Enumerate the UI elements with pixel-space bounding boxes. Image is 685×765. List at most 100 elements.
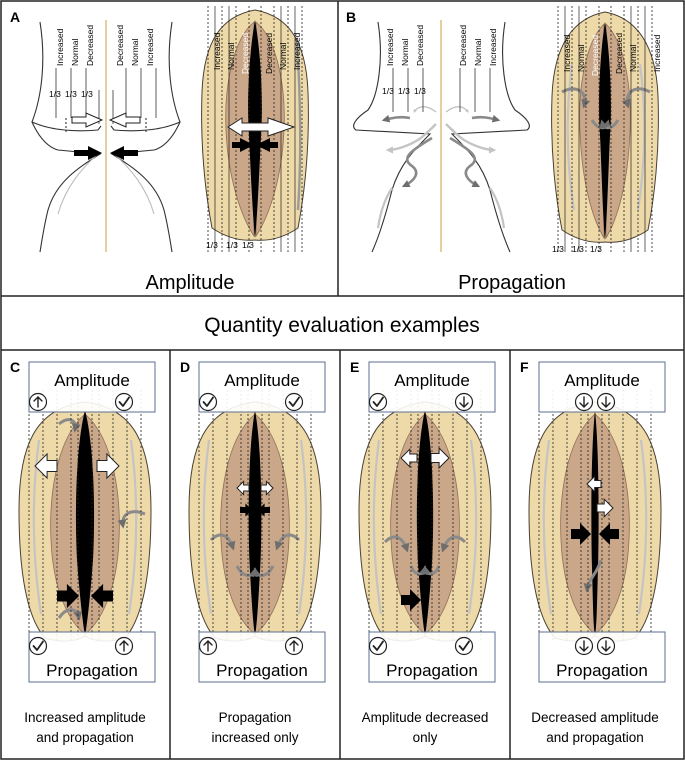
example-caption: Increased amplitude bbox=[24, 710, 146, 725]
wave-line-light bbox=[542, 439, 553, 615]
inner-fold-right bbox=[605, 23, 631, 240]
coronal-schematic: Increased Normal Decreased Decreased Nor… bbox=[353, 20, 530, 253]
right-wave-contour bbox=[111, 151, 155, 215]
amplitude-box: Amplitude bbox=[538, 361, 666, 413]
propagation-label: Propagation bbox=[386, 661, 478, 680]
wave-line-light bbox=[127, 439, 138, 615]
wave-line bbox=[561, 87, 591, 109]
level-label: Increased bbox=[292, 32, 302, 70]
level-label: Increased bbox=[488, 28, 498, 66]
level-label: Decreased bbox=[264, 33, 274, 74]
black-arrow-icon bbox=[258, 503, 270, 517]
level-label: Decreased bbox=[415, 25, 425, 66]
check-icon bbox=[28, 636, 48, 656]
propagation-label: Propagation bbox=[556, 661, 648, 680]
level-label: Increased bbox=[212, 32, 222, 70]
level-label: Normal bbox=[130, 38, 140, 66]
wave-line bbox=[117, 510, 146, 529]
level-label: Normal bbox=[473, 38, 483, 66]
level-label: Normal bbox=[278, 42, 288, 70]
wave-line bbox=[471, 114, 501, 123]
wave-line bbox=[422, 565, 441, 576]
check-icon bbox=[114, 392, 134, 412]
panel-a-amplitude: A Increased Normal Decreased Decreased N… bbox=[10, 6, 309, 294]
down-arrow-icon bbox=[596, 636, 616, 656]
wave-line-light bbox=[297, 439, 308, 615]
level-label: Decreased bbox=[115, 25, 125, 66]
white-arrow-icon bbox=[260, 480, 274, 496]
propagation-box: Propagation bbox=[198, 631, 326, 683]
check-icon bbox=[198, 392, 218, 412]
wave-line bbox=[401, 136, 433, 188]
panel-letter: C bbox=[10, 359, 20, 375]
black-arrow-icon bbox=[256, 138, 278, 152]
black-arrow-icon bbox=[599, 523, 619, 545]
example-caption: increased only bbox=[211, 730, 298, 745]
level-label: Increased bbox=[145, 28, 155, 66]
glottis-opening bbox=[248, 410, 262, 636]
white-arrow-icon bbox=[400, 447, 418, 469]
amplitude-box: Amplitude bbox=[368, 361, 496, 413]
panel-caption-b: Propagation bbox=[458, 272, 566, 294]
amplitude-label: Amplitude bbox=[54, 371, 130, 390]
right-fold-outline bbox=[110, 21, 181, 253]
third-label: 1/3 bbox=[590, 244, 602, 254]
example-panel-d: DAmplitudePropagationPropagationincrease… bbox=[180, 359, 326, 745]
wave-line-light bbox=[489, 187, 506, 229]
wave-line-light bbox=[372, 439, 383, 615]
white-arrow-icon bbox=[430, 446, 450, 470]
right-fold-outline bbox=[450, 21, 530, 253]
amplitude-label: Amplitude bbox=[224, 371, 300, 390]
wave-line-light bbox=[376, 187, 393, 229]
level-label: Normal bbox=[628, 44, 638, 72]
white-arrow-icon bbox=[586, 475, 602, 493]
level-label: Normal bbox=[226, 42, 236, 70]
wave-line bbox=[599, 119, 620, 130]
black-arrow-icon bbox=[232, 138, 254, 152]
example-caption: Propagation bbox=[219, 710, 292, 725]
propagation-box: Propagation bbox=[368, 631, 496, 683]
grid-lines bbox=[207, 6, 303, 252]
check-icon bbox=[368, 636, 388, 656]
propagation-label: Propagation bbox=[216, 661, 308, 680]
panel-caption-a: Amplitude bbox=[146, 272, 235, 294]
level-label: Normal bbox=[400, 38, 410, 66]
white-arrow-icon bbox=[34, 452, 58, 480]
third-label: 1/3 bbox=[414, 86, 426, 96]
level-label: Decreased bbox=[458, 25, 468, 66]
left-fold-outline bbox=[353, 21, 432, 253]
white-arrow-icon bbox=[413, 106, 437, 113]
down-arrow-icon bbox=[454, 392, 474, 412]
level-label: Increased bbox=[55, 28, 65, 66]
check-icon bbox=[284, 392, 304, 412]
amplitude-box: Amplitude bbox=[28, 361, 156, 413]
level-label: Increased bbox=[562, 34, 572, 72]
level-label: Decreased bbox=[85, 25, 95, 66]
glottis-top-view: Increased Normal Decreased Decreased Nor… bbox=[551, 6, 662, 254]
glottis-opening bbox=[591, 410, 599, 636]
glottis-opening bbox=[75, 410, 95, 636]
third-label: 1/3 bbox=[572, 244, 584, 254]
example-caption: Amplitude decreased bbox=[362, 710, 489, 725]
grid-lines bbox=[557, 6, 653, 252]
white-arrow-icon bbox=[236, 480, 250, 496]
white-arrow-icon bbox=[596, 497, 614, 519]
white-arrow-icon bbox=[108, 112, 141, 128]
wave-line bbox=[252, 565, 275, 578]
white-arrow-icon bbox=[445, 106, 469, 113]
white-arrow-icon bbox=[227, 117, 296, 137]
wave-line bbox=[58, 418, 81, 433]
wave-line bbox=[449, 136, 481, 188]
amplitude-label: Amplitude bbox=[394, 371, 470, 390]
black-arrow-icon bbox=[240, 503, 252, 517]
propagation-label: Propagation bbox=[46, 661, 138, 680]
third-label: 1/3 bbox=[242, 240, 254, 250]
third-label: 1/3 bbox=[65, 89, 77, 99]
level-label: Normal bbox=[70, 38, 80, 66]
level-label: Decreased bbox=[240, 33, 250, 74]
amplitude-label: Amplitude bbox=[564, 371, 640, 390]
